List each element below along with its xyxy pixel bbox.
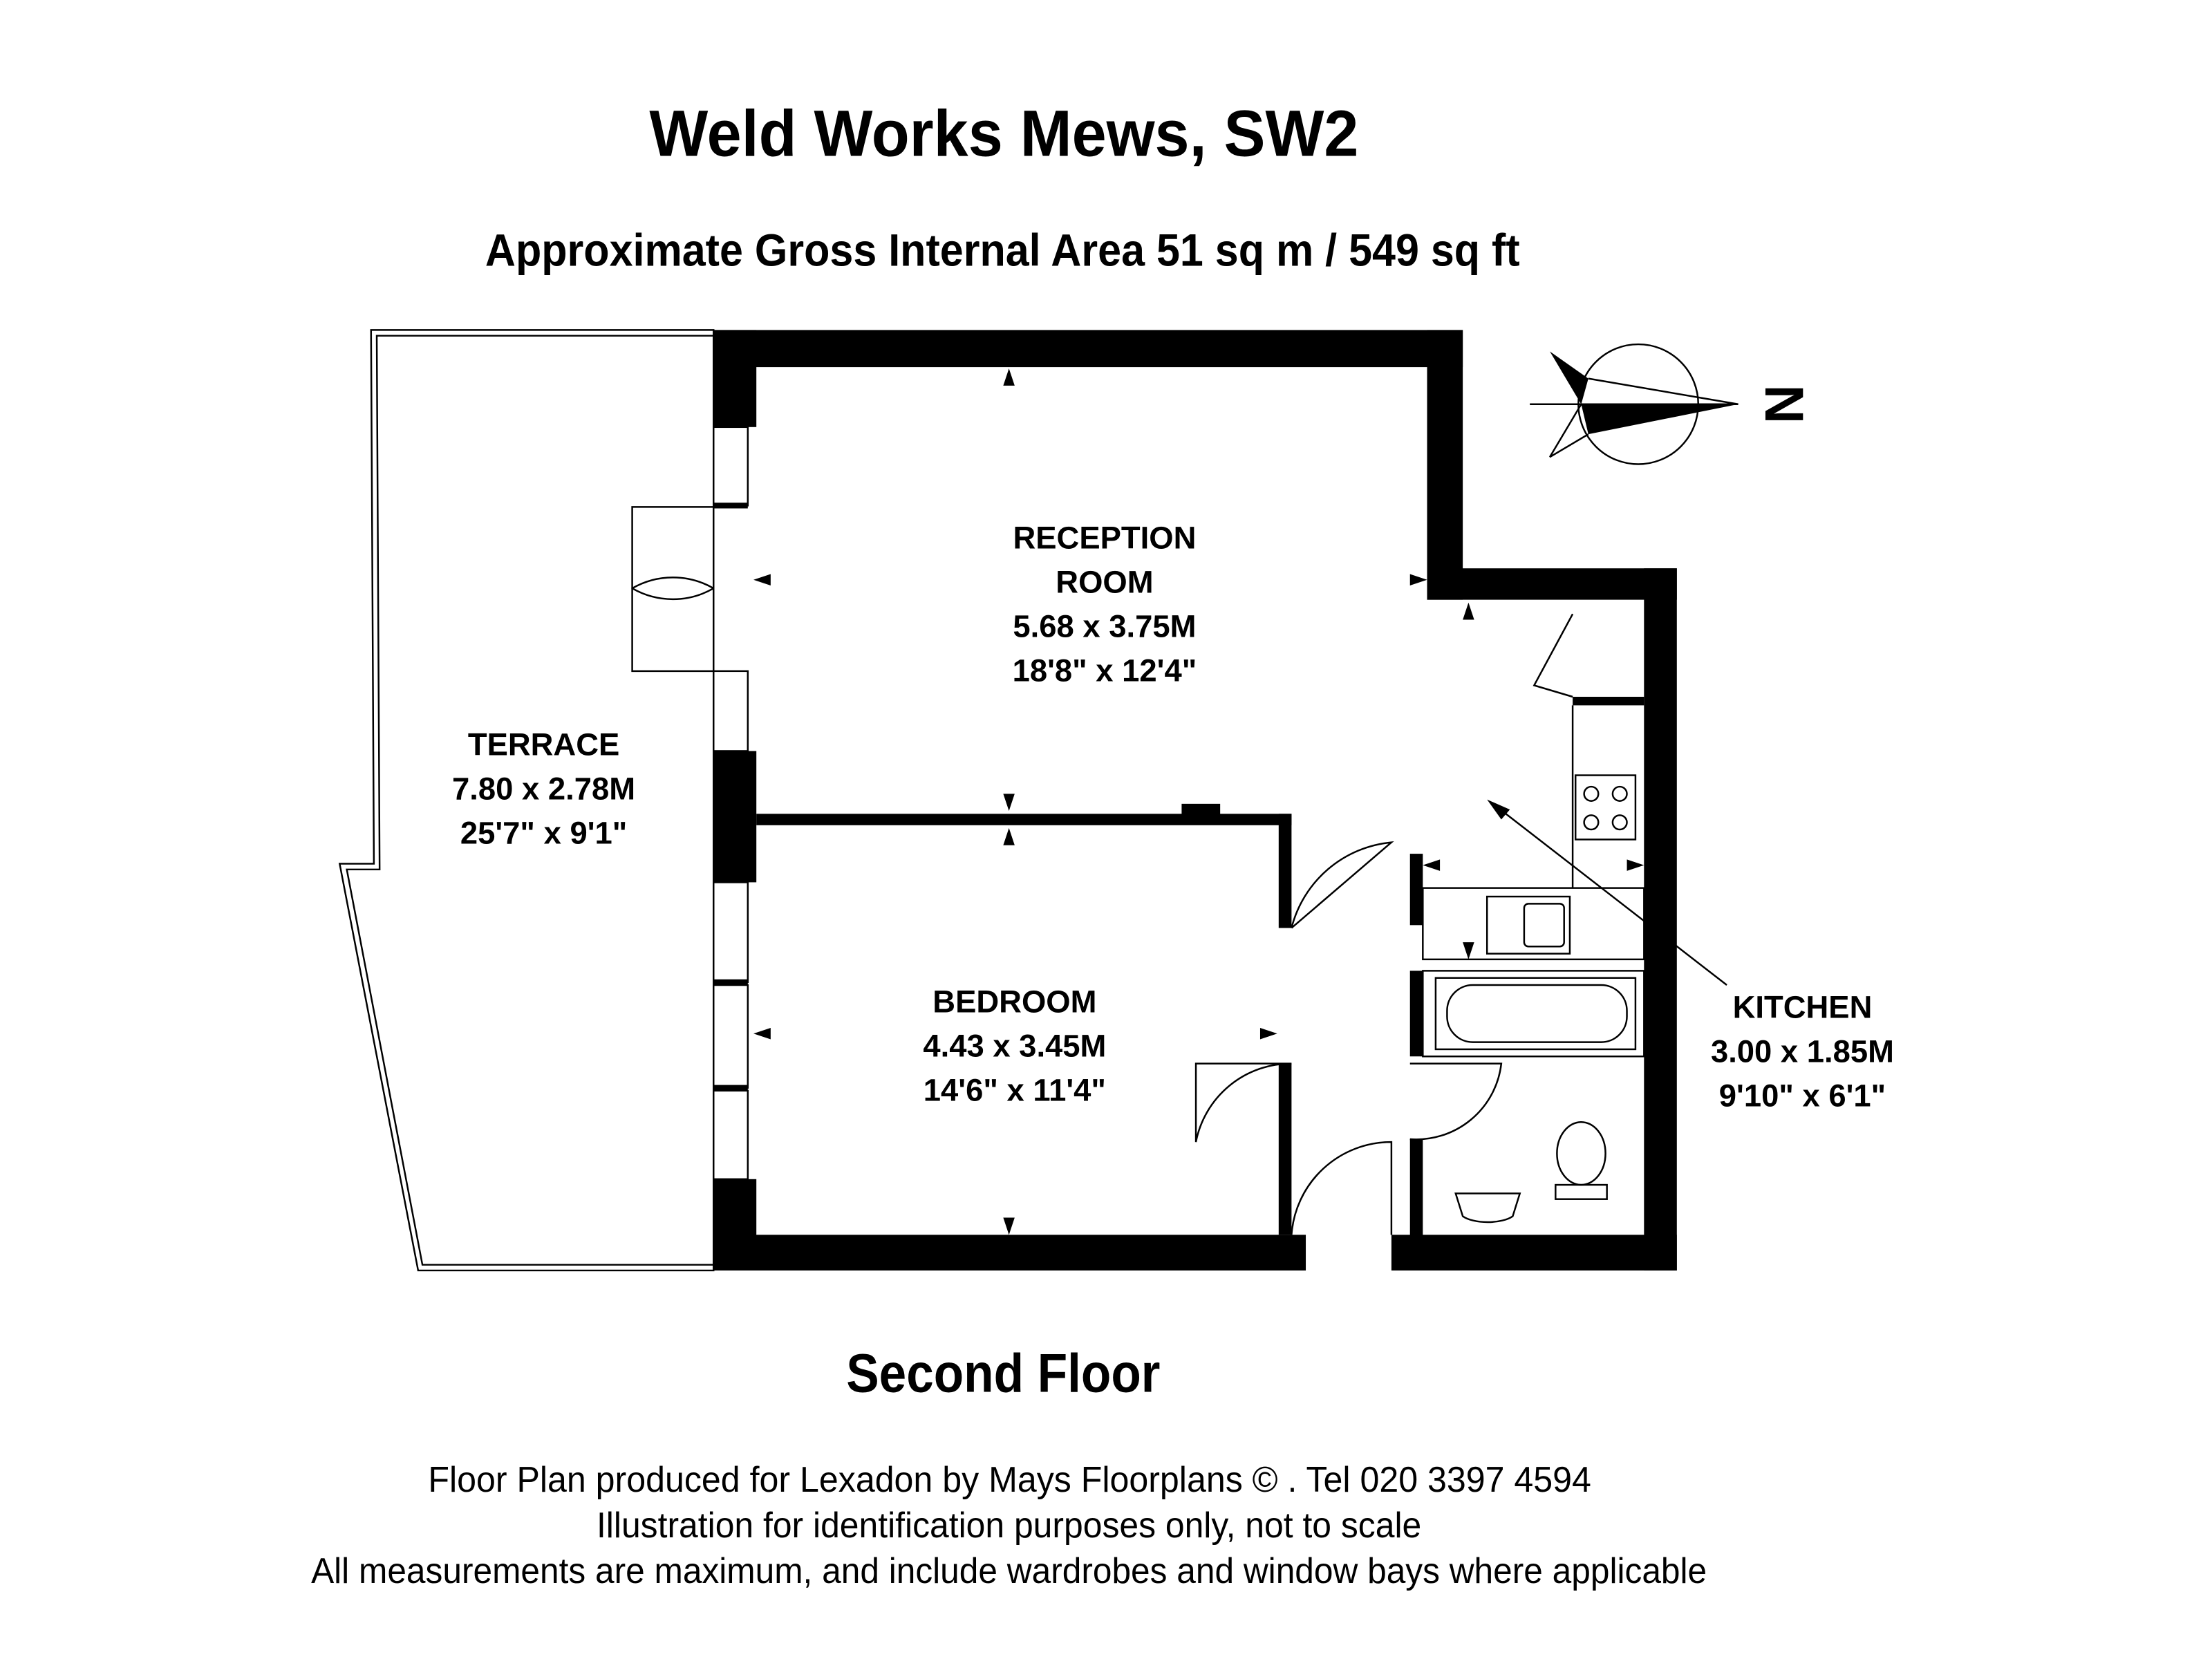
- reception-label: RECEPTION: [1013, 520, 1196, 555]
- kitchen-label: KITCHEN: [1733, 990, 1873, 1025]
- sink-icon: [1485, 895, 1571, 955]
- footer-credit: Floor Plan produced for Lexadon by Mays …: [428, 1459, 1591, 1499]
- reception-label-2: ROOM: [1056, 564, 1153, 599]
- floor-label: Second Floor: [846, 1342, 1160, 1403]
- basin-icon: [1454, 1192, 1521, 1224]
- dimension-arrows: [753, 368, 1644, 1235]
- terrace-imperial: 25'7" x 9'1": [460, 816, 627, 851]
- area-subtitle: Approximate Gross Internal Area 51 sq m …: [485, 225, 1520, 276]
- reception-metric: 5.68 x 3.75M: [1013, 608, 1196, 644]
- toilet-icon: [1555, 1121, 1608, 1200]
- bedroom-imperial: 14'6" x 11'4": [924, 1072, 1106, 1107]
- doors: [631, 506, 1574, 1235]
- compass-icon: [1530, 343, 1738, 465]
- page-title: Weld Works Mews, SW2: [649, 97, 1358, 171]
- kitchen-imperial: 9'10" x 6'1": [1719, 1078, 1886, 1114]
- reception-imperial: 18'8" x 12'4": [1013, 653, 1197, 688]
- footer-disclaimer: Illustration for identification purposes…: [597, 1505, 1421, 1545]
- bath-icon: [1434, 977, 1637, 1051]
- terrace-metric: 7.80 x 2.78M: [452, 771, 635, 807]
- terrace-label: TERRACE: [468, 727, 619, 762]
- kitchen-metric: 3.00 x 1.85M: [1711, 1034, 1894, 1069]
- footer-measurements-note: All measurements are maximum, and includ…: [311, 1550, 1707, 1591]
- bedroom-metric: 4.43 x 3.45M: [923, 1028, 1106, 1063]
- kitchen-pointer: [1497, 807, 1727, 986]
- bedroom-label: BEDROOM: [932, 984, 1096, 1019]
- walls: [713, 330, 1677, 1271]
- hob-icon: [1574, 774, 1637, 841]
- compass-north-label: N: [1754, 384, 1815, 424]
- kitchen-pointer-arrow: [1487, 799, 1510, 820]
